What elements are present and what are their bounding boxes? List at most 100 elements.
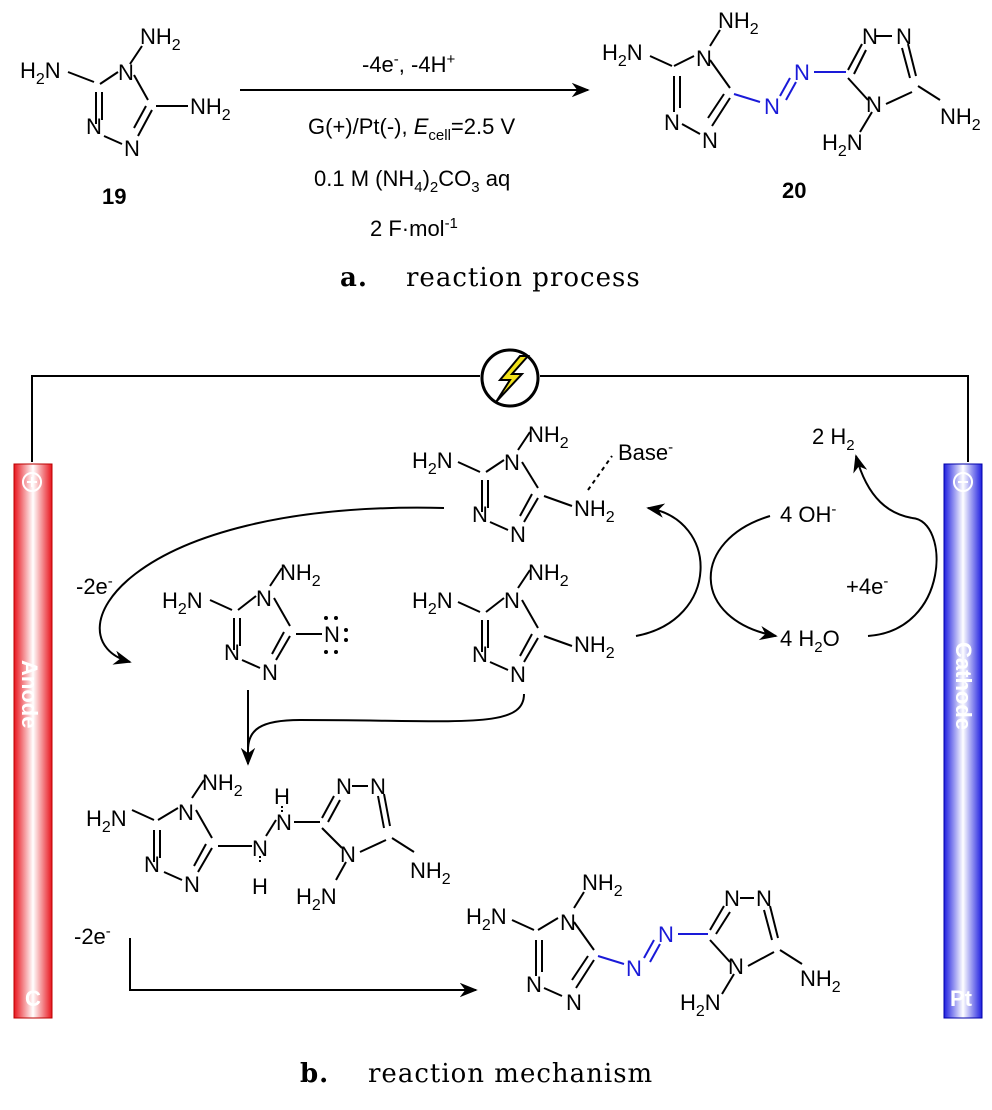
svg-text:H2N: H2N (466, 904, 507, 934)
triazole-reactant: N N N NH2 NH2 H2N (412, 560, 615, 687)
svg-text:0.1 M (NH4)2CO3 aq: 0.1 M (NH4)2CO3 aq (314, 166, 510, 196)
svg-text:2 F·mol-1: 2 F·mol-1 (370, 215, 458, 241)
svg-text:N: N (794, 60, 810, 85)
step1-electrons: -2e (76, 574, 108, 599)
svg-text:N: N (118, 60, 134, 85)
svg-text:N: N (252, 836, 268, 861)
cathode-material: Pt (950, 986, 973, 1011)
svg-text:H2N: H2N (86, 806, 127, 836)
hydrazo-dimer: N N N NH2 H2N N H N H N N N NH2 H2N (86, 770, 451, 914)
product-20: N N N NH2 H2N N N N N N NH2 H2N 20 (602, 8, 981, 203)
svg-text:N: N (124, 136, 140, 161)
svg-text:2 H2: 2 H2 (812, 424, 855, 454)
svg-text:N: N (370, 774, 386, 799)
reactant-19: N N N NH2 NH2 H2N 19 (20, 24, 231, 209)
svg-text:N: N (224, 640, 240, 665)
cathode-electrons: +4e (846, 574, 883, 599)
svg-text:-2e-: -2e- (74, 923, 111, 949)
svg-text:b.: b. (300, 1059, 329, 1089)
anode-electrode: Anode C (13, 463, 53, 1019)
triazole-deprotonation: N N N NH2 NH2 H2N Base- (412, 422, 673, 547)
plus-circle-icon (22, 472, 42, 492)
svg-text:N: N (866, 92, 882, 117)
svg-text:N: N (566, 990, 582, 1015)
svg-text:N: N (504, 450, 520, 475)
nitrene-intermediate: N N N NH2 H2N N (162, 560, 348, 685)
svg-text:NH2: NH2 (718, 8, 759, 38)
reactant-number: 19 (102, 184, 126, 209)
svg-text:N: N (510, 662, 526, 687)
svg-text:N: N (896, 24, 912, 49)
cathode-electrode: Cathode Pt (943, 463, 983, 1019)
svg-text:NH2: NH2 (202, 770, 243, 800)
base-label: Base (618, 440, 668, 465)
product-number: 20 (782, 178, 806, 203)
svg-text:N: N (144, 852, 160, 877)
svg-text:NH2: NH2 (800, 966, 841, 996)
svg-text:N: N (724, 886, 740, 911)
azo-product-bottom: N N N NH2 H2N N N N N N NH2 H2N (466, 870, 841, 1020)
svg-text:NH2: NH2 (528, 560, 569, 590)
svg-text:NH2: NH2 (940, 104, 981, 134)
svg-text:N: N (324, 622, 340, 647)
svg-text:H2N: H2N (822, 130, 863, 160)
svg-text:NH2: NH2 (582, 870, 623, 900)
svg-text:H2N: H2N (602, 40, 643, 70)
svg-text:H2N: H2N (412, 448, 453, 478)
svg-text:N: N (664, 110, 680, 135)
minus-circle-icon (953, 472, 973, 492)
svg-text:NH2: NH2 (574, 496, 615, 526)
anode-label: Anode (17, 660, 42, 728)
svg-text:NH2: NH2 (410, 858, 451, 888)
hydroxide-label: 4 OH (780, 502, 831, 527)
hydrogen-label: 2 H (812, 424, 846, 449)
svg-text:N: N (504, 588, 520, 613)
svg-text:N: N (526, 972, 542, 997)
svg-text:N: N (560, 910, 576, 935)
svg-text:N: N (510, 522, 526, 547)
svg-text:N: N (336, 774, 352, 799)
cathode-label: Cathode (951, 642, 976, 730)
caption-a: a. reaction process (340, 263, 641, 293)
mechanism-arrows (98, 454, 938, 998)
water-label: 4 H (780, 626, 814, 651)
svg-text:H2N: H2N (20, 58, 61, 88)
svg-text:H: H (252, 874, 268, 899)
svg-text:N: N (626, 956, 642, 981)
svg-text:-4e-, -4H+: -4e-, -4H+ (362, 51, 455, 77)
svg-text:N: N (702, 128, 718, 153)
svg-text:-2e-: -2e- (76, 573, 113, 599)
svg-text:NH2: NH2 (280, 560, 321, 590)
svg-text:N: N (658, 922, 674, 947)
svg-text:N: N (184, 872, 200, 897)
svg-text:N: N (472, 502, 488, 527)
svg-text:reaction process: reaction process (406, 263, 641, 293)
mechanism-labels: -2e- -2e- +4e- 4 OH- 4 H2O 2 H2 (74, 424, 888, 949)
svg-text:NH2: NH2 (574, 632, 615, 662)
svg-text:N: N (276, 810, 292, 835)
svg-text:H2N: H2N (680, 990, 721, 1020)
step2-electrons: -2e (74, 924, 106, 949)
svg-text:N: N (696, 46, 712, 71)
svg-text:G(+)/Pt(-), Ecell=2.5 V: G(+)/Pt(-), Ecell=2.5 V (308, 114, 515, 144)
svg-text:H2N: H2N (412, 588, 453, 618)
caption-b: b. reaction mechanism (300, 1059, 653, 1089)
svg-text:N: N (764, 94, 780, 119)
svg-text:H: H (274, 784, 290, 809)
svg-text:reaction mechanism: reaction mechanism (368, 1059, 653, 1089)
svg-text:NH2: NH2 (140, 24, 181, 54)
svg-text:a.: a. (340, 263, 368, 293)
svg-text:N: N (262, 660, 278, 685)
svg-text:H2N: H2N (162, 588, 203, 618)
svg-text:N: N (472, 642, 488, 667)
anode-material: C (25, 986, 41, 1011)
svg-text:N: N (86, 114, 102, 139)
svg-text:NH2: NH2 (528, 422, 569, 452)
lightning-bolt-icon (495, 355, 531, 403)
svg-text:4 OH-: 4 OH- (780, 501, 836, 527)
svg-text:N: N (178, 800, 194, 825)
svg-text:Base-: Base- (618, 439, 673, 465)
svg-text:N: N (256, 586, 272, 611)
svg-text:NH2: NH2 (190, 94, 231, 124)
